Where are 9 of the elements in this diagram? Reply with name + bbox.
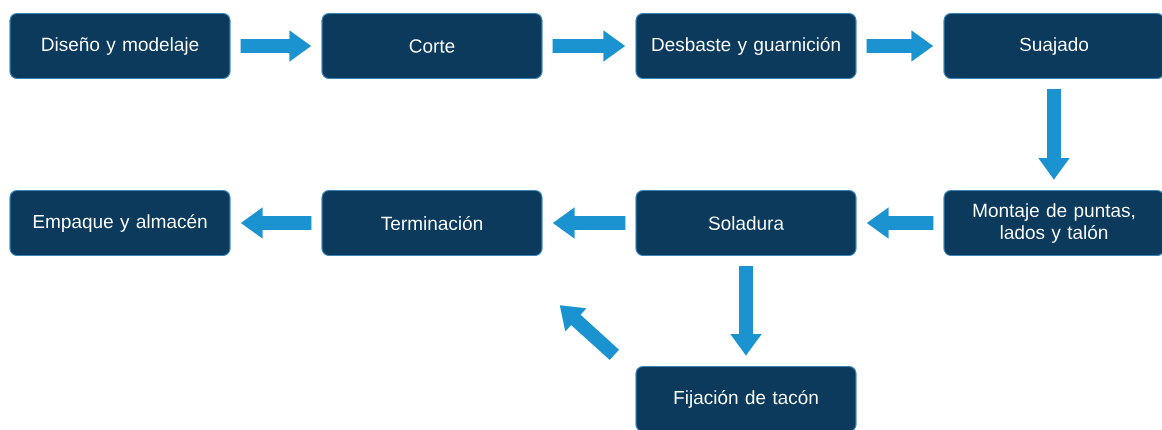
process-box: Fijación de tacón — [635, 365, 857, 430]
process-box: Terminación — [321, 189, 543, 257]
process-box: Empaque y almacén — [9, 189, 231, 257]
process-box: Suajado — [943, 12, 1162, 80]
process-box: Soladura — [635, 189, 857, 257]
process-box: Desbaste y guarnición — [635, 12, 857, 80]
process-box: Diseño y modelaje — [9, 12, 231, 80]
process-box: Montaje de puntas, lados y talón — [943, 189, 1162, 257]
process-box: Corte — [321, 12, 543, 80]
